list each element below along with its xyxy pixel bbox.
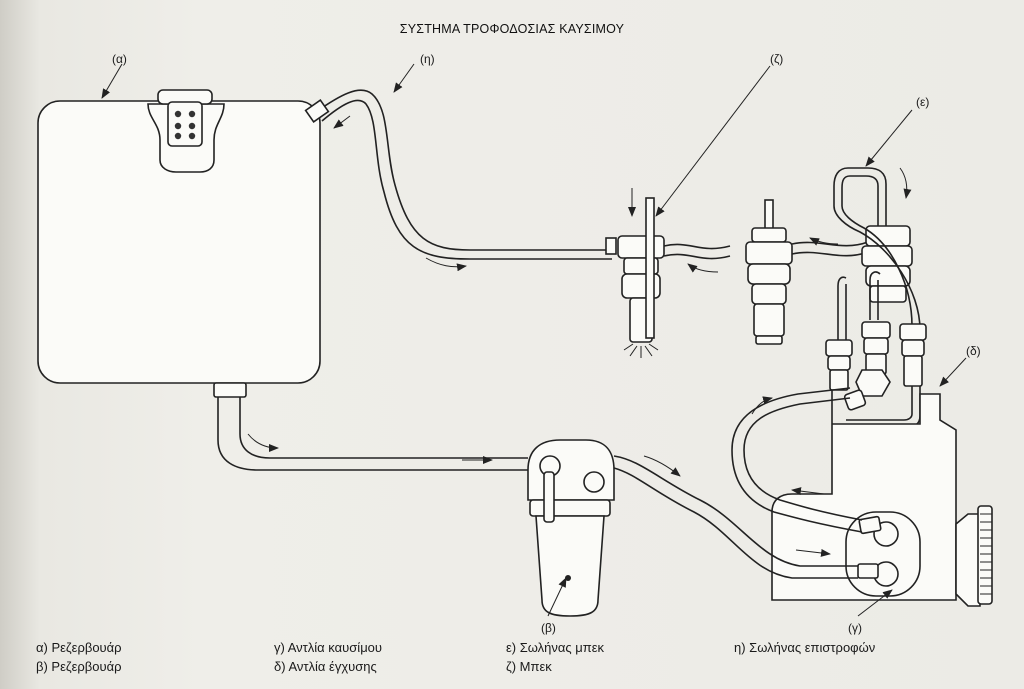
legend-item-e: ε) Σωλήνας μπεκ [506,640,605,655]
injector-right [861,225,913,303]
legend: α) Ρεζερβουάρ β) Ρεζερβουάρ γ) Αντλία κα… [36,640,875,674]
fuel-tank [37,89,321,398]
callout-z: (ζ) [770,52,783,66]
fuel-filter [527,439,615,617]
flow-arrows [247,115,912,557]
callout-g: (γ) [848,621,862,635]
callout-h: (η) [420,52,435,66]
return-pipe [304,89,869,260]
legend-item-b: β) Ρεζερβουάρ [36,659,122,674]
callout-leaders [101,63,967,617]
injector-middle [745,199,793,345]
legend-item-h: η) Σωλήνας επιστροφών [734,640,875,655]
callout-b: (β) [541,621,556,635]
diagram-title: ΣΥΣΤΗΜΑ ΤΡΟΦΟΔΟΣΙΑΣ ΚΑΥΣΙΜΟΥ [400,22,625,36]
injector-left [605,197,665,358]
callout-d: (δ) [966,344,981,358]
legend-item-g: γ) Αντλία καυσίμου [274,640,382,655]
legend-item-a: α) Ρεζερβουάρ [36,640,122,655]
fuel-pump [845,505,993,607]
supply-lines [217,387,863,579]
callout-e: (ε) [916,95,929,109]
callout-a: (α) [112,52,127,66]
legend-item-z: ζ) Μπεκ [506,659,552,674]
legend-item-d: δ) Αντλία έγχυσης [274,659,377,674]
